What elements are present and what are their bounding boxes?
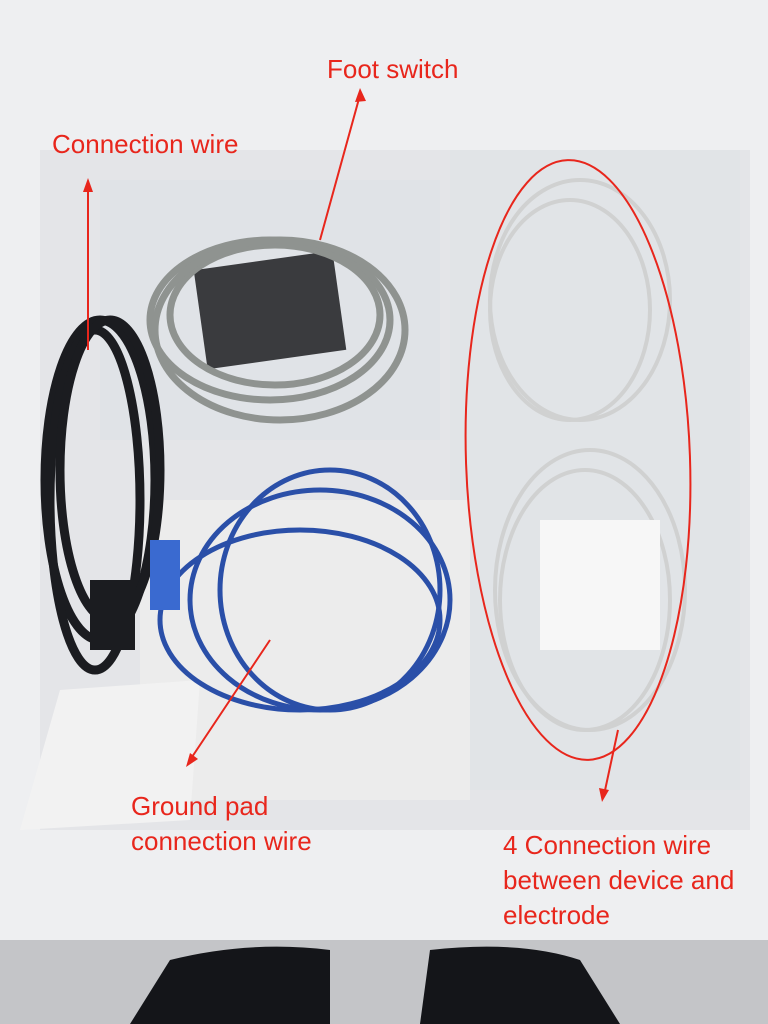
label-line: between device and bbox=[503, 865, 735, 895]
label-ground-pad: Ground pad connection wire bbox=[131, 789, 312, 859]
label-line: Ground pad bbox=[131, 791, 269, 821]
label-foot-switch: Foot switch bbox=[327, 54, 459, 84]
instruction-leaflet bbox=[20, 680, 200, 830]
ground-pad-cable bbox=[150, 467, 453, 713]
label-four-connection-wire: 4 Connection wire between device and ele… bbox=[503, 828, 734, 933]
highlight-ellipse bbox=[464, 159, 692, 761]
label-line: electrode bbox=[503, 900, 610, 930]
power-cord bbox=[40, 315, 165, 675]
label-connection-wire: Connection wire bbox=[52, 129, 239, 159]
shoes bbox=[130, 946, 620, 1024]
label-line: 4 Connection wire bbox=[503, 830, 712, 860]
label-line: connection wire bbox=[131, 826, 312, 856]
electrode-cables bbox=[488, 178, 687, 732]
foot-switch bbox=[146, 236, 409, 424]
annotation-arrows bbox=[83, 88, 619, 802]
